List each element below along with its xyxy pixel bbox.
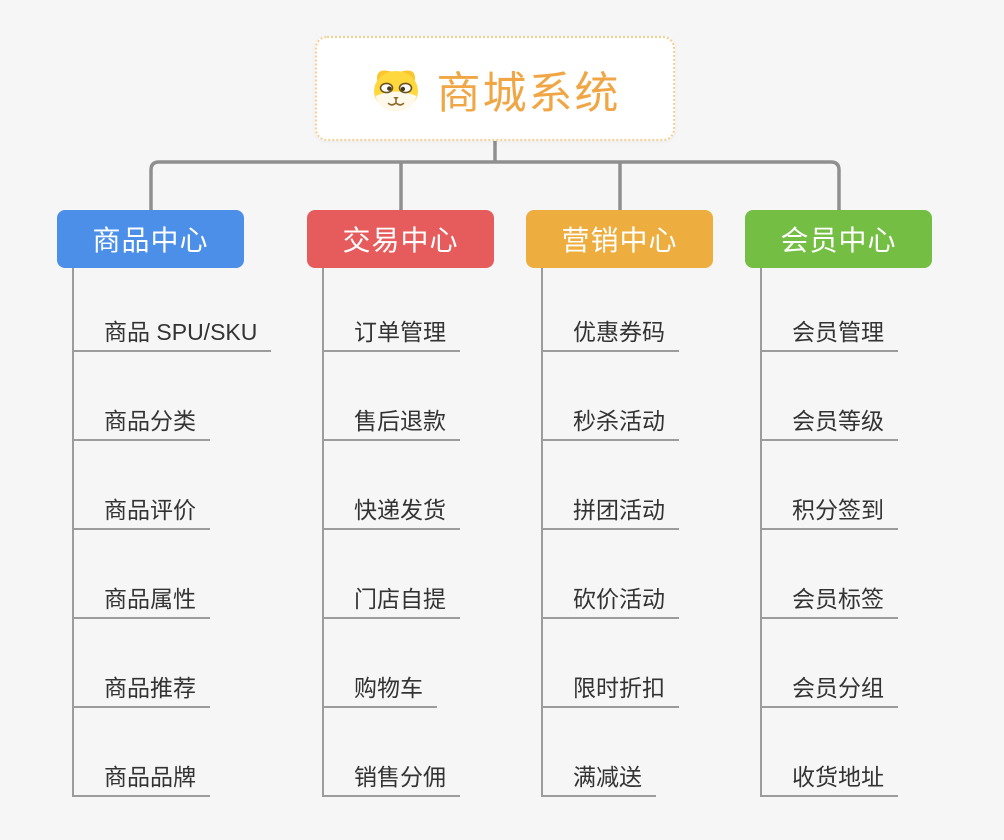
branch-item-label[interactable]: 商品品牌 [74,764,210,797]
branch-item-label[interactable]: 限时折扣 [543,675,679,708]
branch-item-label[interactable]: 快递发货 [324,497,460,530]
branch-items: 商品 SPU/SKU 商品分类 商品评价 商品属性 商品推荐 商品品牌 [72,268,272,797]
branch: 交易中心 订单管理 售后退款 快递发货 门店自提 购物车 销售分佣 [307,210,567,797]
branch-label: 交易中心 [342,225,459,256]
branch-item-label[interactable]: 购物车 [324,675,437,708]
branch-item: 秒杀活动 [543,352,679,441]
root-node[interactable]: 商城系统 [315,36,675,141]
branch-item-label[interactable]: 砍价活动 [543,586,679,619]
branch-label: 商品中心 [92,225,209,256]
branch-header[interactable]: 交易中心 [307,210,494,268]
branch-item: 优惠券码 [543,268,679,352]
branch-item: 满减送 [543,708,679,797]
branch-item-label[interactable]: 会员标签 [762,586,898,619]
branch-item: 会员标签 [762,530,898,619]
branch-item: 售后退款 [324,352,460,441]
branch-item: 商品推荐 [74,619,271,708]
branch-header[interactable]: 营销中心 [526,210,713,268]
branch-item-label[interactable]: 会员分组 [762,675,898,708]
branch-item: 拼团活动 [543,441,679,530]
branch-item-label[interactable]: 收货地址 [762,764,898,797]
branch-item-label[interactable]: 售后退款 [324,408,460,441]
branch-item-label[interactable]: 拼团活动 [543,497,679,530]
branch-item: 收货地址 [762,708,898,797]
branch-item-label[interactable]: 商品推荐 [74,675,210,708]
branch-item-label[interactable]: 商品评价 [74,497,210,530]
branch: 会员中心 会员管理 会员等级 积分签到 会员标签 会员分组 收货地址 [745,210,1004,797]
branch-item-label[interactable]: 门店自提 [324,586,460,619]
connector-path [149,141,841,210]
branch-item: 积分签到 [762,441,898,530]
branch-items: 会员管理 会员等级 积分签到 会员标签 会员分组 收货地址 [760,268,898,797]
branch: 商品中心 商品 SPU/SKU 商品分类 商品评价 商品属性 商品推荐 商品品牌 [57,210,317,797]
branch-item-label[interactable]: 优惠券码 [543,319,679,352]
branch-item-label[interactable]: 销售分佣 [324,764,460,797]
branch-item: 会员管理 [762,268,898,352]
branch: 营销中心 优惠券码 秒杀活动 拼团活动 砍价活动 限时折扣 满减送 [526,210,786,797]
branch-item: 购物车 [324,619,460,708]
branch-item-label[interactable]: 秒杀活动 [543,408,679,441]
branch-item: 商品属性 [74,530,271,619]
dog-icon [370,65,422,113]
branch-item: 限时折扣 [543,619,679,708]
branch-item-label[interactable]: 会员管理 [762,319,898,352]
branch-item: 商品分类 [74,352,271,441]
branch-items: 优惠券码 秒杀活动 拼团活动 砍价活动 限时折扣 满减送 [541,268,679,797]
branch-item: 会员等级 [762,352,898,441]
branch-item: 快递发货 [324,441,460,530]
branch-header[interactable]: 商品中心 [57,210,244,268]
branch-item-label[interactable]: 商品 SPU/SKU [74,319,272,352]
branch-items: 订单管理 售后退款 快递发货 门店自提 购物车 销售分佣 [322,268,460,797]
branch-item: 砍价活动 [543,530,679,619]
branch-item: 门店自提 [324,530,460,619]
branch-item-label[interactable]: 商品分类 [74,408,210,441]
branch-item: 销售分佣 [324,708,460,797]
branch-label: 营销中心 [561,225,678,256]
branch-label: 会员中心 [780,225,897,256]
branch-item: 商品 SPU/SKU [74,268,272,352]
branch-item-label[interactable]: 订单管理 [324,319,460,352]
branch-item-label[interactable]: 积分签到 [762,497,898,530]
branch-item-label[interactable]: 商品属性 [74,586,210,619]
branch-item: 商品评价 [74,441,271,530]
root-title: 商城系统 [436,68,621,118]
branch-item: 会员分组 [762,619,898,708]
branch-item-label[interactable]: 会员等级 [762,408,898,441]
branch-header[interactable]: 会员中心 [745,210,932,268]
branch-item-label[interactable]: 满减送 [543,764,656,797]
branch-item: 订单管理 [324,268,460,352]
branch-item: 商品品牌 [74,708,271,797]
